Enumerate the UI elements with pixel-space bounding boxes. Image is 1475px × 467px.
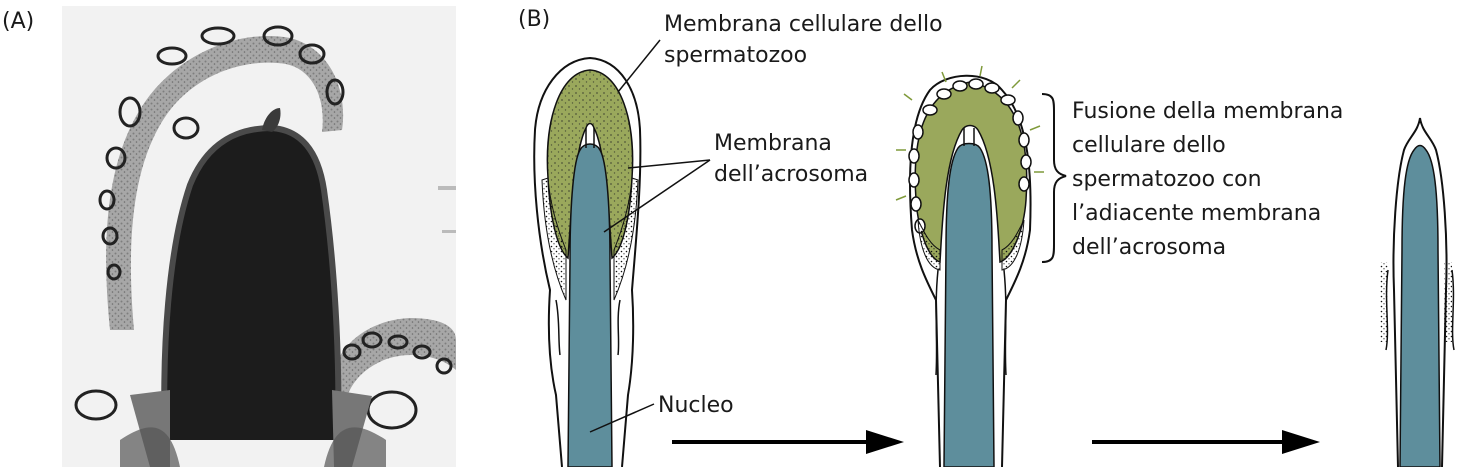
sperm-stage-2 [895,65,1044,467]
nucleus-stage-2 [943,142,995,467]
label-acrosome-membrane-2: dell’acrosoma [714,162,868,187]
label-fusion-5: dell’acrosoma [1072,235,1226,260]
sperm-stage-3 [1380,117,1455,467]
diagram-labels: Membrana cellulare dello spermatozoo Mem… [658,12,1343,418]
label-acrosome-membrane-1: Membrana [714,131,832,156]
sperm-stage-1 [533,56,642,467]
label-cell-membrane-1: Membrana cellulare dello [664,12,943,37]
panel-a: (A) [2,6,456,467]
panel-b: (B) [518,7,1455,467]
electron-micrograph [62,6,456,467]
label-cell-membrane-2: spermatozoo [664,43,807,68]
label-fusion-2: cellulare dello [1072,133,1226,158]
arrow-stage-2-to-3 [1092,430,1320,454]
label-fusion-1: Fusione della membrana [1072,99,1343,124]
panel-a-label: (A) [2,9,34,34]
nucleus-stage-1 [567,143,613,467]
nucleus-stage-3 [1399,144,1441,467]
panel-b-label: (B) [518,7,550,32]
leader-lines [589,39,711,433]
arrow-stage-1-to-2 [672,430,904,454]
label-fusion-4: l’adiacente membrana [1072,201,1321,226]
label-nucleus: Nucleo [658,393,734,418]
fusion-brace [1041,93,1067,263]
label-fusion-3: spermatozoo con [1072,167,1262,192]
